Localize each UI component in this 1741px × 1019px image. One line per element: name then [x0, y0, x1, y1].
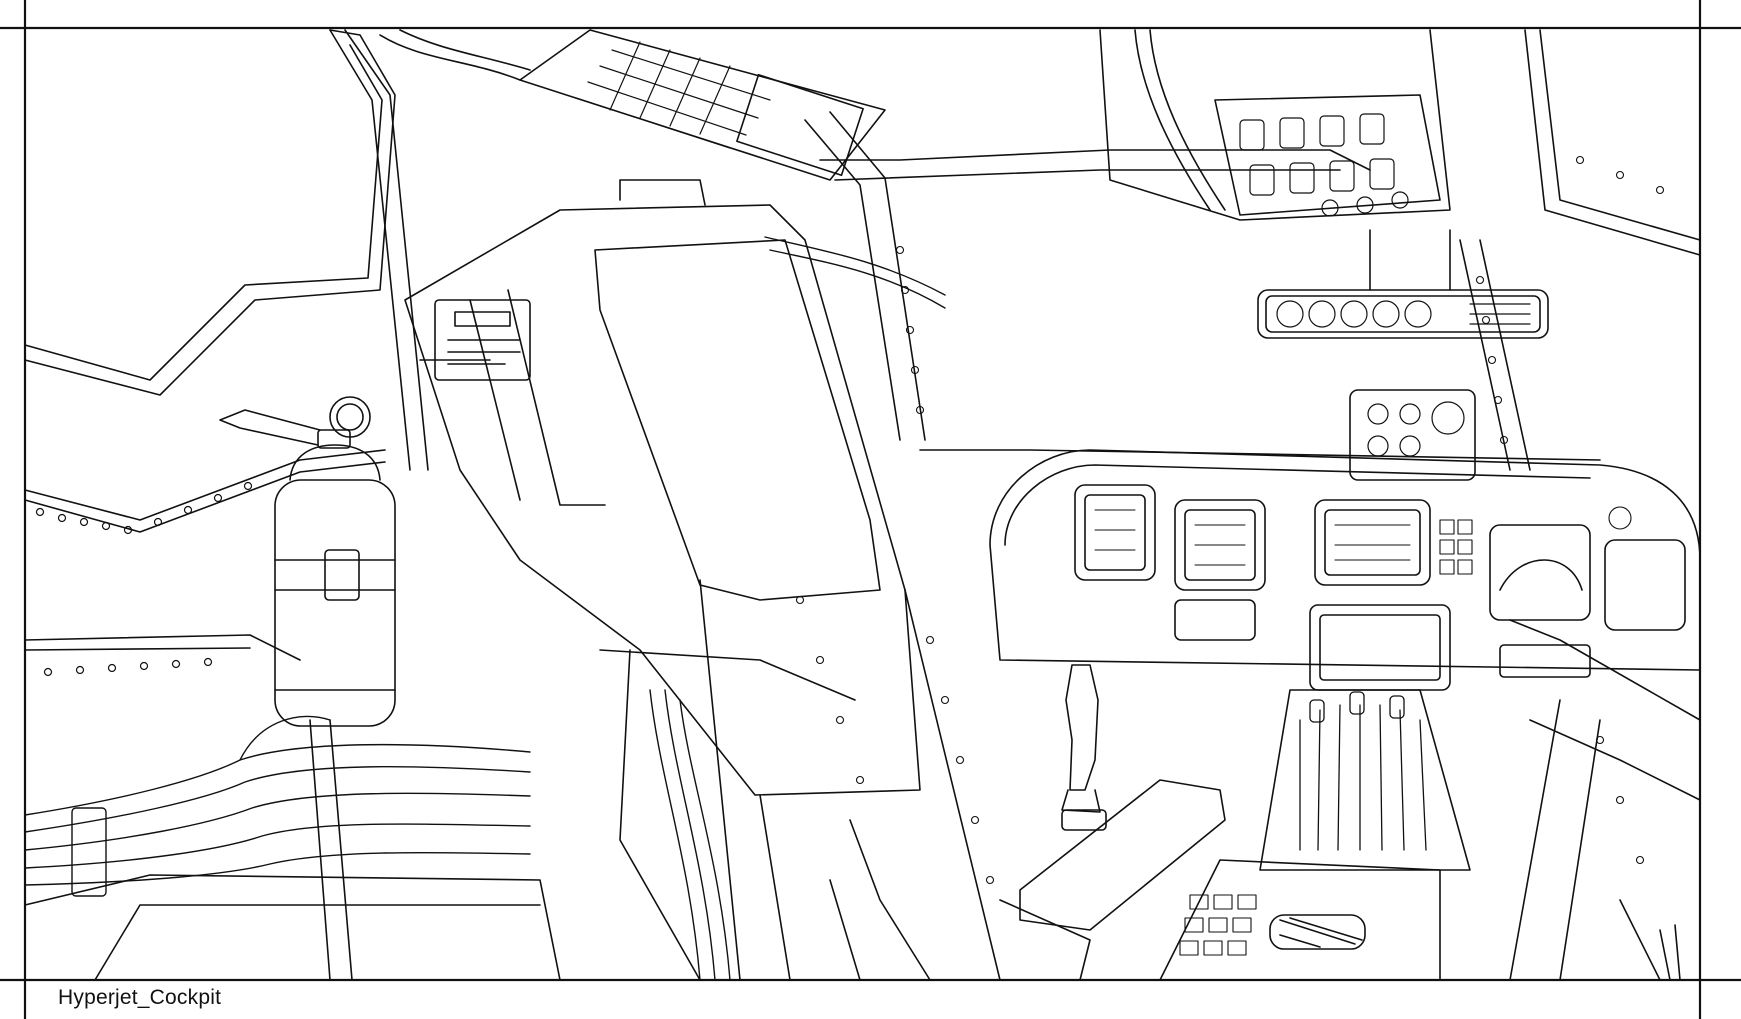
overhead-panel-right: [1100, 30, 1450, 220]
left-wall: [25, 635, 560, 980]
front-windshield-frame: [805, 30, 1700, 470]
pilot-seat: [405, 180, 1000, 980]
rivet-row-frame: [797, 157, 1664, 884]
control-stick: [1062, 665, 1106, 830]
center-console: [1160, 690, 1470, 980]
rivet-row: [37, 483, 252, 676]
fire-extinguisher: [220, 397, 395, 726]
instrument-panel: [990, 390, 1700, 690]
right-side-wall: [1510, 620, 1700, 980]
armrest: [1000, 780, 1225, 980]
cable-bundle: [25, 716, 530, 896]
left-side-window: [25, 30, 428, 532]
overhead-panel-left: [380, 30, 885, 180]
upper-gauge-strip: [1258, 230, 1548, 338]
panel-caption: Hyperjet_Cockpit: [58, 986, 222, 1009]
seat-cables: [650, 237, 945, 980]
